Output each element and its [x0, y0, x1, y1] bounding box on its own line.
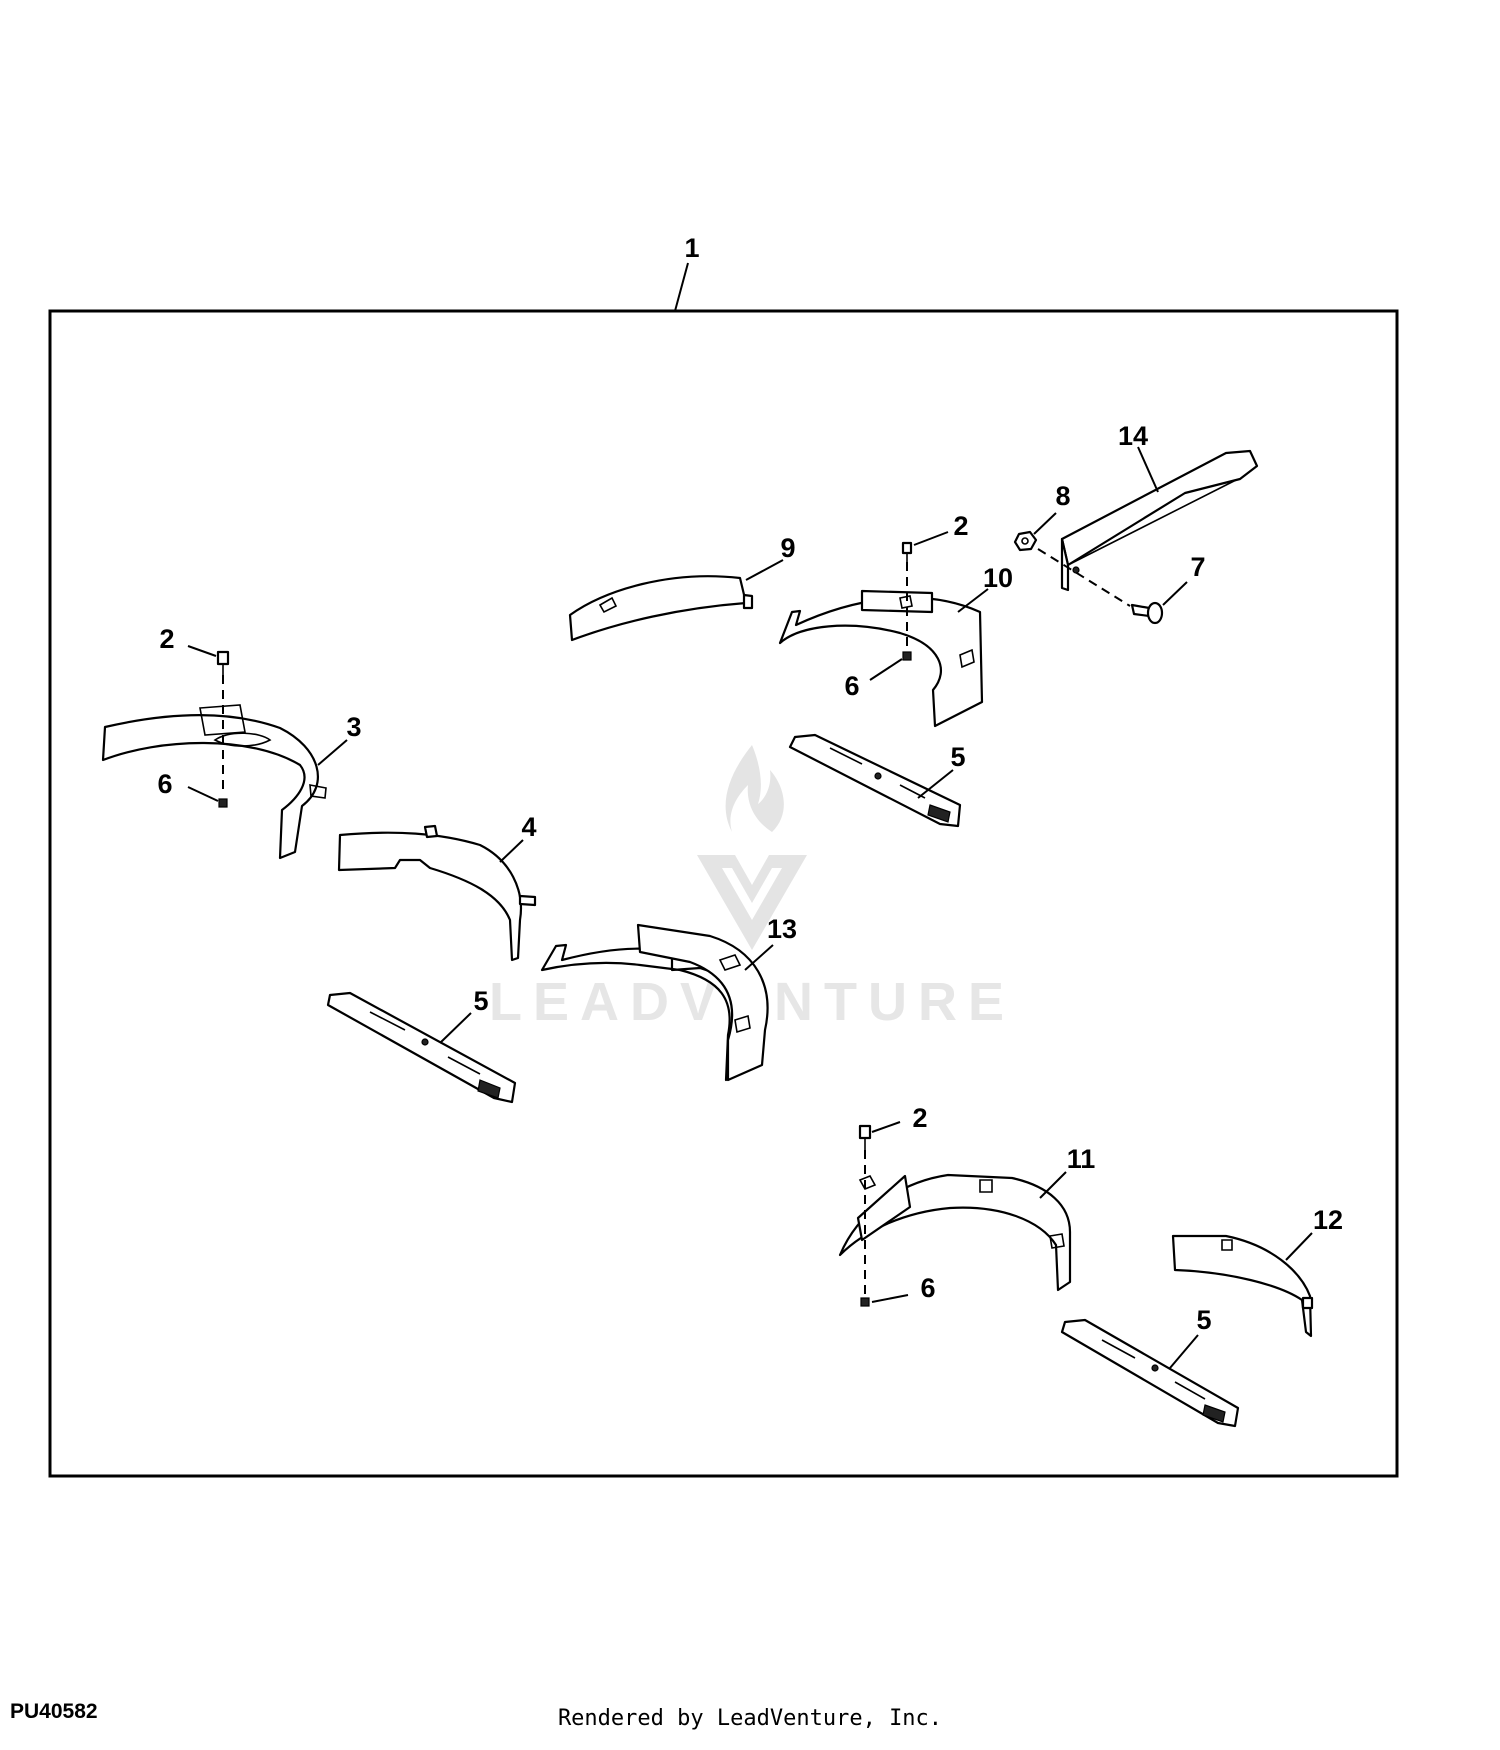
callout-12: 12 [1313, 1205, 1343, 1235]
baffle-part-11 [838, 1173, 1072, 1292]
callout-8: 8 [1055, 481, 1070, 511]
leader-5b [439, 1012, 472, 1044]
leader-7 [1162, 581, 1188, 606]
callout-11: 11 [1067, 1144, 1096, 1174]
callout-9: 9 [780, 533, 795, 563]
leader-5a [917, 769, 954, 799]
nut-part-6c [860, 1297, 870, 1307]
baffle-part-4 [337, 824, 537, 962]
leader-11 [1039, 1171, 1067, 1199]
capscrew-part-2c [858, 1124, 872, 1150]
leader-14 [1137, 446, 1159, 493]
leader-5c [1169, 1334, 1199, 1369]
baffle-part-13 [540, 923, 769, 1082]
callout-6a: 6 [844, 671, 859, 701]
blade-part-5a [788, 733, 962, 828]
baffle-part-10 [778, 589, 984, 728]
callout-2a: 2 [953, 511, 968, 541]
baffle-part-9 [568, 575, 754, 642]
leader-4 [499, 839, 524, 863]
callout-5a: 5 [950, 742, 965, 772]
image-id-label: PU40582 [10, 1700, 98, 1723]
assembly-frame [48, 309, 1399, 1478]
callout-5c: 5 [1196, 1305, 1211, 1335]
callout-4: 4 [521, 812, 536, 842]
blade-part-5b [326, 991, 517, 1104]
leader-2c [871, 1121, 901, 1133]
leader-1 [674, 262, 689, 312]
capscrew-part-2b [216, 650, 230, 675]
bracket-part-14 [1060, 449, 1259, 592]
leader-3 [317, 739, 348, 766]
callout-6b: 6 [157, 769, 172, 799]
leader-6c [871, 1294, 909, 1303]
callout-13: 13 [767, 914, 797, 944]
bolt-part-7 [1130, 601, 1164, 625]
leader-6b [187, 786, 219, 802]
assembly-line-8-7 [1037, 548, 1131, 607]
blade-part-5c [1060, 1318, 1240, 1428]
callout-2c: 2 [912, 1103, 927, 1133]
nut-part-6a [902, 651, 912, 661]
leader-6a [869, 658, 903, 681]
nut-part-6b [218, 798, 228, 808]
render-credit: Rendered by LeadVenture, Inc. [557, 1706, 943, 1731]
leader-2b [187, 645, 217, 657]
nut-part-8 [1013, 530, 1038, 552]
baffle-part-12 [1171, 1234, 1314, 1338]
callout-5b: 5 [473, 986, 488, 1016]
callout-7: 7 [1190, 552, 1205, 582]
leader-8 [1033, 512, 1057, 535]
callout-10: 10 [983, 563, 1013, 593]
callout-14: 14 [1118, 421, 1148, 451]
leader-10 [957, 588, 989, 613]
leader-13 [744, 944, 774, 971]
leader-9 [745, 559, 784, 581]
leader-12 [1285, 1232, 1313, 1261]
callout-1: 1 [684, 233, 699, 263]
callout-2b: 2 [159, 624, 174, 654]
callout-3: 3 [346, 712, 361, 742]
baffle-part-3 [101, 704, 327, 860]
callout-6c: 6 [920, 1273, 935, 1303]
leader-2a [913, 531, 949, 546]
capscrew-part-2a [901, 541, 913, 562]
